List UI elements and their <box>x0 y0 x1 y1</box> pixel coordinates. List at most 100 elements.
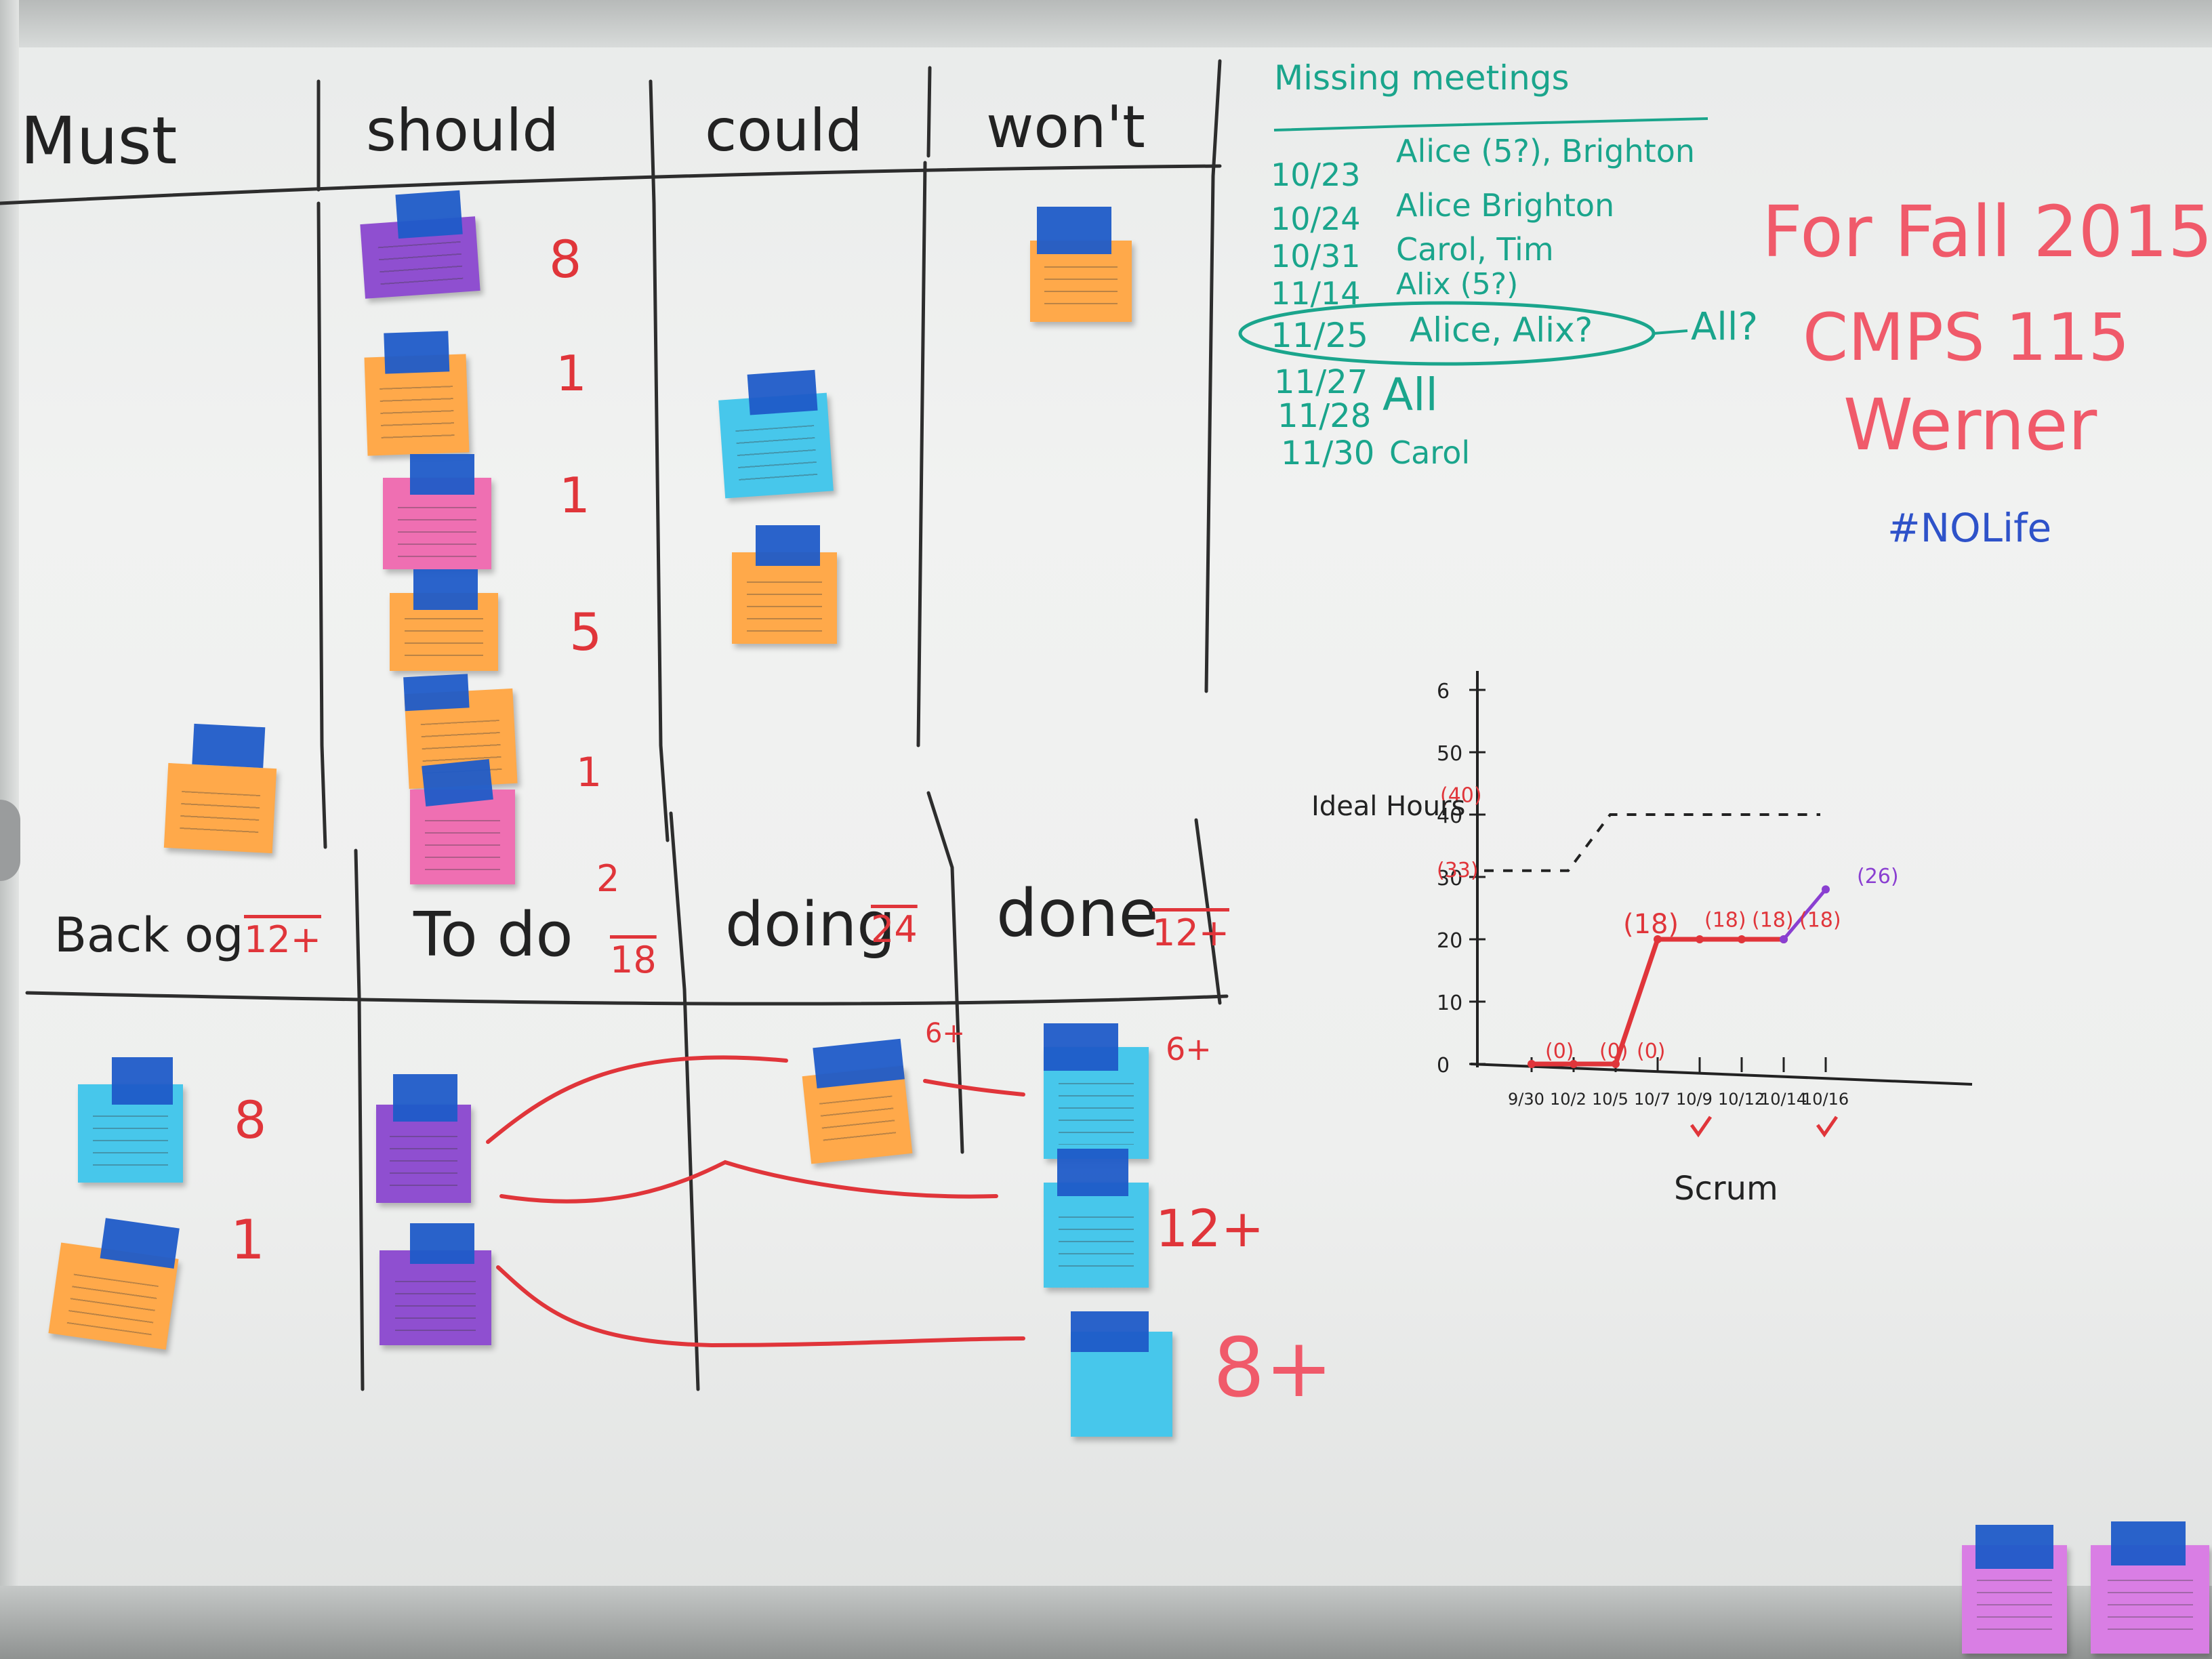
sticky-note-cyan[interactable] <box>718 369 834 499</box>
tape <box>192 723 266 769</box>
chart-annotation: (26) <box>1857 865 1899 888</box>
sticky-note-cyan[interactable] <box>1071 1311 1172 1437</box>
todo-count: 18 <box>610 939 657 981</box>
note-text <box>424 819 501 872</box>
sticky-note-orange[interactable] <box>732 525 837 644</box>
note-text <box>180 791 260 842</box>
note-hashtag: #NOLife <box>1887 505 2052 551</box>
meeting-names: All <box>1382 369 1438 421</box>
column-heading-doing: doing <box>725 889 896 960</box>
chart-check-mark <box>1816 1115 1839 1138</box>
must-should-divider <box>0 164 1222 205</box>
tape <box>1057 1149 1128 1196</box>
column-heading-done: done <box>996 876 1159 951</box>
chart-series-line <box>1782 888 1827 941</box>
chart-y-tick-label: 30 <box>1437 867 1462 890</box>
chart-annotation: (0) <box>1599 1040 1629 1063</box>
sticky-note-orange[interactable] <box>802 1038 913 1164</box>
chart-xlabel: Scrum <box>1674 1170 1778 1208</box>
chart-x-tick-label: 10/7 <box>1634 1090 1671 1109</box>
tape <box>747 369 818 415</box>
meeting-date: 11/30 <box>1281 434 1375 472</box>
sticky-note-orange[interactable] <box>390 569 498 671</box>
sticky-note-purple[interactable] <box>380 1223 491 1345</box>
chart-point <box>1738 935 1746 943</box>
estimate-doing: 6+ <box>925 1018 965 1049</box>
backlog-count: 12+ <box>244 918 321 961</box>
sticky-note-cyan[interactable] <box>1044 1149 1149 1288</box>
note-instructor: Werner <box>1843 384 2097 466</box>
estimate-done-1: 6+ <box>1166 1031 1212 1067</box>
tape <box>410 454 474 495</box>
sticky-note-purple[interactable] <box>360 190 480 299</box>
tape <box>756 525 820 566</box>
sticky-note-orange[interactable] <box>1030 207 1132 322</box>
chart-ylabel: Ideal Hours <box>1311 791 1466 822</box>
sticky-note-pink[interactable] <box>2091 1521 2209 1654</box>
column-heading-todo: To do <box>413 899 573 970</box>
kanban-header-line <box>25 991 1229 1006</box>
chart-y-tick-label: 20 <box>1437 929 1462 953</box>
chart-annotation: (18) <box>1704 909 1746 933</box>
chart-point <box>1612 1060 1620 1068</box>
chart-y-tick-label: 40 <box>1437 804 1462 828</box>
tape <box>422 758 493 807</box>
chart-point <box>1696 935 1704 943</box>
chart-y-tick-label: 10 <box>1437 991 1462 1015</box>
chart-annotation: (40) <box>1440 784 1482 808</box>
column-heading-must: Must <box>20 103 178 179</box>
note-text <box>405 617 483 661</box>
chart-x-tick-label: 10/12 <box>1718 1090 1765 1109</box>
tape <box>410 1223 474 1264</box>
chart-x-tick-label: 10/5 <box>1592 1090 1629 1109</box>
tape <box>413 569 478 610</box>
chart-point <box>1528 1060 1536 1068</box>
sticky-note-orange[interactable] <box>48 1218 180 1350</box>
chart-y-tick-label: 6 <box>1437 680 1450 703</box>
tape <box>1071 1311 1149 1352</box>
chart-x-tick-label: 9/30 <box>1508 1090 1544 1109</box>
tape <box>112 1057 173 1105</box>
note-text <box>395 1280 476 1333</box>
chart-annotation: (18) <box>1752 909 1794 933</box>
flow-lines <box>486 1055 1025 1348</box>
meeting-names: Carol, Tim <box>1396 231 1554 268</box>
note-text <box>819 1095 897 1151</box>
chart-point <box>1654 935 1662 943</box>
sticky-note-pink[interactable] <box>383 454 491 569</box>
todo-doing-vertical <box>669 811 700 1391</box>
sticky-note-pink[interactable] <box>1962 1525 2067 1654</box>
meeting-date: 10/23 <box>1271 157 1361 193</box>
note-text <box>735 425 818 485</box>
sticky-note-pink[interactable] <box>410 758 515 884</box>
sticky-note-cyan[interactable] <box>1044 1023 1149 1159</box>
note-text <box>1058 1082 1134 1145</box>
meeting-names: Alix (5?) <box>1396 267 1519 302</box>
chart-point <box>1570 1060 1578 1068</box>
tape <box>1044 1023 1118 1071</box>
tape <box>1037 207 1111 254</box>
column-heading-backlog: Back og <box>54 907 244 963</box>
note-text <box>380 386 455 443</box>
column-heading-wont: won't <box>986 94 1145 161</box>
meeting-names-circled: Alice, Alix? <box>1410 310 1593 350</box>
tape <box>403 674 470 712</box>
note-text <box>377 241 464 288</box>
meeting-names: Alice (5?), Brighton <box>1396 133 1695 169</box>
sticky-note-cyan[interactable] <box>78 1057 183 1183</box>
sticky-note-orange[interactable] <box>364 331 470 456</box>
note-text <box>1058 1216 1134 1274</box>
wont-right-vertical <box>1204 59 1222 693</box>
estimate-should-1: 8 <box>549 229 582 289</box>
tape <box>813 1038 905 1088</box>
tape <box>2111 1521 2186 1565</box>
missing-meetings-title: Missing meetings <box>1274 58 1570 98</box>
meeting-date-circled: 11/25 <box>1271 316 1369 355</box>
column-heading-could: could <box>705 97 863 165</box>
estimate-should-5: 1 <box>576 749 602 796</box>
sticky-note-purple[interactable] <box>376 1074 471 1203</box>
chart-annotation: (18) <box>1799 909 1841 933</box>
sticky-note-orange[interactable] <box>163 723 277 854</box>
note-text <box>92 1115 169 1170</box>
estimate-should-4: 5 <box>569 602 602 662</box>
